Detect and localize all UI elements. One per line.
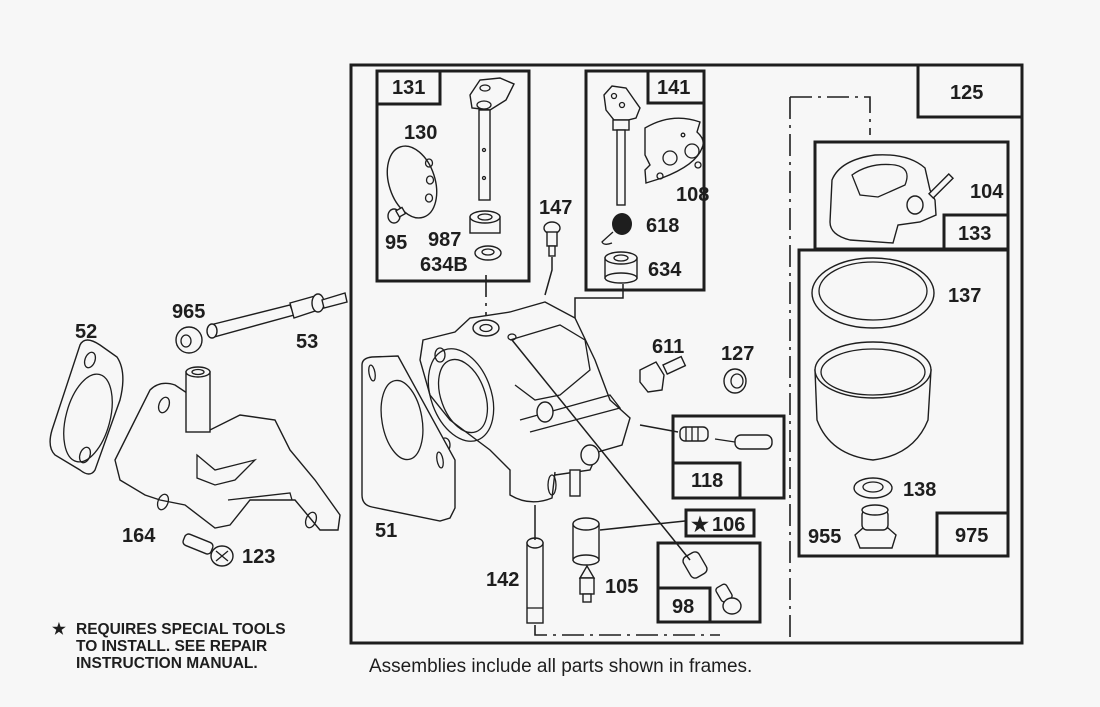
label-105: 105: [605, 576, 638, 598]
label-123: 123: [242, 546, 275, 568]
special-tool-star-icon: ★: [691, 514, 709, 536]
assembly-frame-141: 141: [584, 69, 706, 292]
part-965-nut: [175, 326, 203, 354]
assembly-frame-118: 118: [671, 414, 786, 500]
leader-118: [639, 424, 679, 433]
label-53: 53: [296, 331, 318, 353]
leader-106: [599, 520, 686, 531]
label-634: 634: [648, 259, 682, 281]
part-142-emulsion-tube: [526, 537, 544, 624]
label-955: 955: [808, 526, 841, 548]
part-123-screw: [182, 533, 234, 567]
part-133-float: [829, 154, 937, 244]
frame-label-975: 975: [955, 525, 988, 547]
frame-label-125: 125: [950, 82, 983, 104]
label-127: 127: [721, 343, 754, 365]
label-965: 965: [172, 301, 205, 323]
assembly-frame-125: [349, 63, 1024, 645]
part-95-screw: [387, 206, 407, 224]
leader-147: [544, 257, 553, 296]
label-104: 104: [970, 181, 1004, 203]
label-164: 164: [122, 525, 156, 547]
special-tools-star-icon: ★: [52, 621, 67, 638]
part-131-throttle-shaft: [469, 77, 515, 201]
special-tools-note-line2: TO INSTALL. SEE REPAIR: [76, 638, 267, 655]
part-108-choke-plate: [644, 117, 704, 184]
label-634B: 634B: [420, 254, 468, 276]
part-987-bushing: [469, 210, 501, 234]
part-104-float-pin: [927, 172, 955, 200]
part-138-washer: [853, 477, 893, 499]
part-127-welch-plug: [723, 368, 747, 394]
special-tools-note-line1: REQUIRES SPECIAL TOOLS: [76, 621, 286, 638]
part-52-gasket: [49, 339, 124, 475]
leader-141: [574, 284, 624, 330]
leader-98: [511, 339, 691, 561]
part-975-float-bowl: [814, 341, 932, 461]
part-130-throttle-plate: [386, 145, 438, 219]
special-tools-note-line3: INSTRUCTION MANUAL.: [76, 655, 258, 672]
part-164-intake-manifold: [114, 366, 341, 531]
carburetor-body: [419, 301, 631, 503]
label-987: 987: [428, 229, 461, 251]
label-142: 142: [486, 569, 519, 591]
frame-label-133: 133: [958, 223, 991, 245]
frame-label-141: 141: [657, 77, 690, 99]
leader-133: [790, 96, 871, 135]
part-141-choke-shaft: [603, 85, 641, 206]
label-147: 147: [539, 197, 572, 219]
frame-label-106: 106: [712, 514, 745, 536]
label-611: 611: [652, 336, 684, 358]
leader-142-bottom: [534, 625, 720, 636]
part-147-idle-screw: [543, 221, 561, 257]
part-618-spring: [601, 213, 632, 245]
label-138: 138: [903, 479, 936, 501]
label-130: 130: [404, 122, 437, 144]
assembly-frame-975: 975: [797, 248, 1010, 558]
part-955-bowl-screw: [854, 504, 897, 549]
part-634-seal: [604, 251, 638, 284]
frame-label-98: 98: [672, 596, 694, 618]
frame-label-118: 118: [691, 470, 723, 492]
label-137: 137: [948, 285, 981, 307]
part-634B-seal: [474, 245, 502, 261]
label-95: 95: [385, 232, 407, 254]
frame-label-box-106: ★ 106: [684, 508, 756, 538]
part-53-stud: [206, 292, 348, 339]
part-118-mixture-screw: [679, 426, 773, 450]
frame-label-131: 131: [392, 77, 425, 99]
part-105-inlet-needle: [578, 564, 596, 603]
assembly-frame-131: 131: [375, 69, 531, 283]
part-137-bowl-gasket: [811, 257, 935, 329]
assemblies-caption: Assemblies include all parts shown in fr…: [369, 656, 752, 677]
part-106-seat: [572, 517, 600, 566]
part-611-elbow-fitting: [639, 355, 687, 393]
label-108: 108: [676, 184, 709, 206]
frame-label-box-125: 125: [916, 63, 1024, 119]
label-51: 51: [375, 520, 397, 542]
assembly-frame-98: 98: [656, 541, 762, 624]
label-618: 618: [646, 215, 679, 237]
label-52: 52: [75, 321, 97, 343]
part-51-gasket: [361, 355, 456, 522]
